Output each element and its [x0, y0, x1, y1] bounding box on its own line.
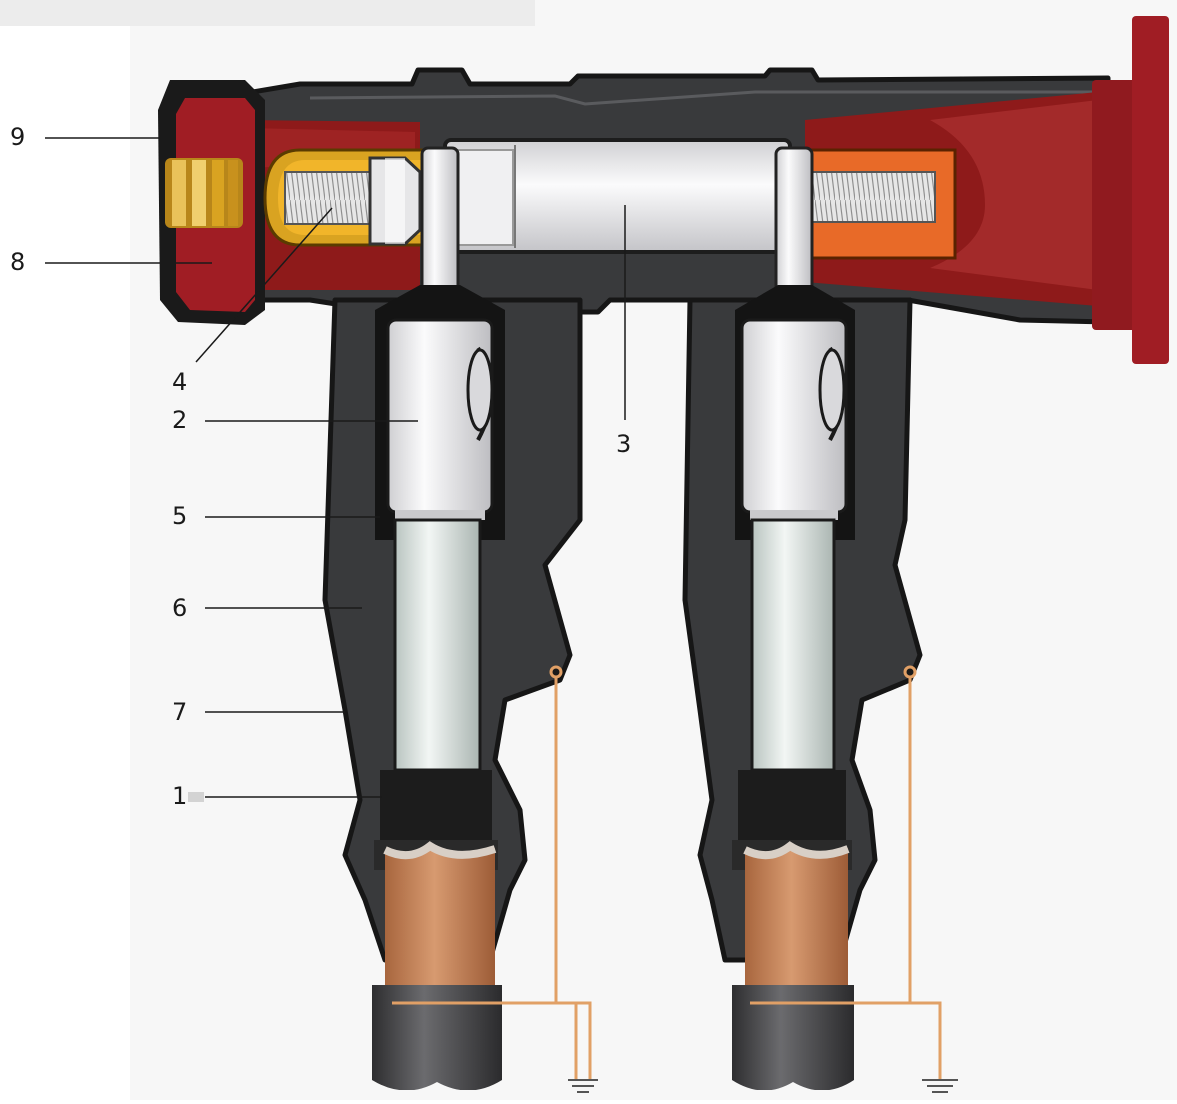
earth-symbol-left [568, 1079, 598, 1093]
callout-8: 8 [10, 248, 26, 276]
callout-9: 9 [10, 123, 26, 151]
top-strip [0, 0, 535, 26]
coupling-bar [443, 138, 792, 254]
earth-wire-right [750, 665, 942, 1080]
red-end-cone [930, 100, 1098, 290]
leader-lines [45, 137, 626, 798]
callout-7: 7 [172, 698, 188, 726]
threaded-stud-right [799, 171, 936, 223]
hex-nut-highlight [385, 158, 405, 244]
earth-wire-left [392, 665, 592, 1080]
callout-5: 5 [172, 502, 188, 530]
callout-4: 4 [172, 368, 188, 396]
callout-6: 6 [172, 594, 188, 622]
earth-symbol-right [922, 1079, 958, 1093]
callout-2: 2 [172, 406, 188, 434]
flange-neck [1092, 80, 1137, 330]
leader-4 [195, 207, 333, 363]
cable-assembly-right [732, 285, 855, 1100]
mounting-flange [1132, 16, 1169, 364]
brass-nut [165, 158, 243, 228]
threaded-stud-left [284, 171, 381, 225]
lug-eye-left [420, 146, 460, 300]
housing-ridge [309, 90, 1100, 106]
callout-1-marker [188, 792, 204, 802]
lug-eye-right [774, 146, 814, 300]
callout-3: 3 [616, 430, 632, 458]
callout-1: 1 [172, 782, 188, 810]
